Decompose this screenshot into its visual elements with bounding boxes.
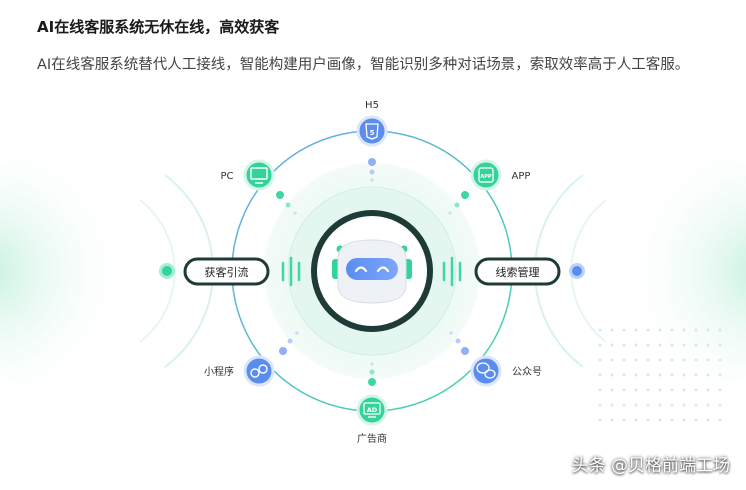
app-icon: APP bbox=[478, 167, 494, 183]
left-side-glow bbox=[0, 151, 214, 391]
acquire-traffic-pill[interactable]: 获客引流 bbox=[159, 257, 270, 286]
node-wechat[interactable]: 公众号 bbox=[470, 355, 542, 387]
node-miniprogram-label: 小程序 bbox=[204, 365, 234, 378]
robot-center bbox=[311, 210, 433, 332]
node-miniprogram[interactable]: 小程序 bbox=[204, 355, 275, 387]
node-wechat-label: 公众号 bbox=[512, 366, 542, 378]
signal-bars-right bbox=[442, 256, 462, 287]
signal-bars-left bbox=[281, 256, 301, 287]
acquire-traffic-label: 获客引流 bbox=[205, 265, 249, 279]
lead-management-pill[interactable]: 线索管理 bbox=[474, 257, 585, 286]
robot-icon bbox=[332, 239, 412, 304]
connector-dots bbox=[276, 158, 469, 386]
section-heading: AI在线客服系统无休在线，高效获客 bbox=[37, 18, 280, 36]
html5-icon: 5 bbox=[365, 123, 379, 140]
service-diagram: 获客引流 线索管理 5 H5 PC APP APP bbox=[0, 100, 746, 445]
monitor-icon bbox=[250, 167, 268, 184]
node-ads-label: 广告商 bbox=[357, 432, 387, 445]
lead-management-label: 线索管理 bbox=[496, 265, 540, 279]
node-app[interactable]: APP APP bbox=[470, 159, 531, 191]
ad-icon: AD bbox=[363, 402, 381, 418]
svg-text:APP: APP bbox=[480, 174, 492, 180]
watermark: 头条 @贝格前端工场 bbox=[571, 456, 730, 476]
section-description: AI在线客服系统替代人工接线，智能构建用户画像，智能识别多种对话场景，索取效率高… bbox=[37, 57, 690, 73]
svg-text:AD: AD bbox=[367, 406, 378, 414]
right-side-glow bbox=[534, 151, 746, 391]
dot-grid-decoration bbox=[598, 328, 722, 422]
wechat-icon bbox=[476, 362, 496, 379]
node-app-label: APP bbox=[512, 171, 531, 182]
node-pc-label: PC bbox=[220, 171, 233, 182]
node-h5-label: H5 bbox=[365, 100, 379, 111]
node-ads[interactable]: AD 广告商 bbox=[356, 394, 388, 445]
link-icon bbox=[250, 364, 268, 378]
node-h5[interactable]: 5 H5 bbox=[356, 100, 388, 147]
node-pc[interactable]: PC bbox=[220, 159, 275, 191]
svg-text:5: 5 bbox=[370, 129, 375, 137]
